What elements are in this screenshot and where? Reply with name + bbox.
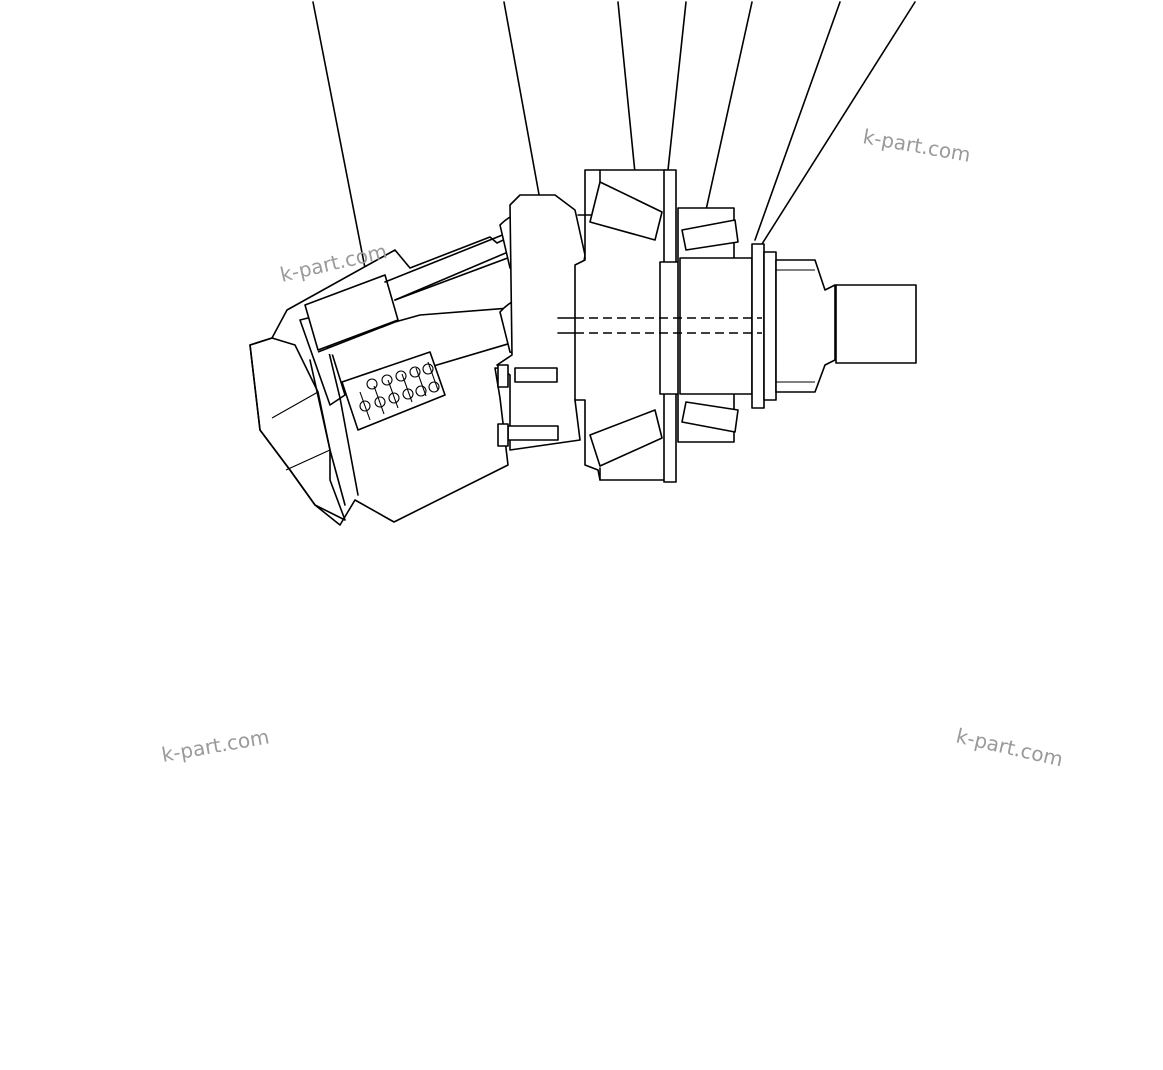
watermark-text: k-part.com [160,724,271,767]
bearing-roller-lower [589,409,663,467]
watermark-text: k-part.com [954,723,1065,771]
piston-upper [304,274,399,351]
leader-line-4 [667,1,687,171]
spring-coils [359,361,440,421]
outer-roller-upper [681,219,739,251]
leader-line-7 [761,1,916,245]
shaft-collar [679,257,753,395]
drive-shaft-assembly [557,207,917,443]
leader-lines [312,1,916,269]
shaft-journal [775,259,836,393]
leader-line-5 [705,1,753,211]
bolt-lower [507,425,559,441]
leader-line-3 [617,1,636,174]
bolt-upper [514,367,558,383]
bearing-roller-upper [589,181,663,241]
shaft-spline-end [835,284,917,364]
watermark-text: k-part.com [861,124,972,167]
leader-line-2 [503,1,541,201]
outer-roller-lower [681,401,739,433]
bearing-housing [574,169,681,483]
block-end-face [249,337,346,521]
leader-line-1 [312,1,366,269]
leader-line-6 [754,1,841,241]
